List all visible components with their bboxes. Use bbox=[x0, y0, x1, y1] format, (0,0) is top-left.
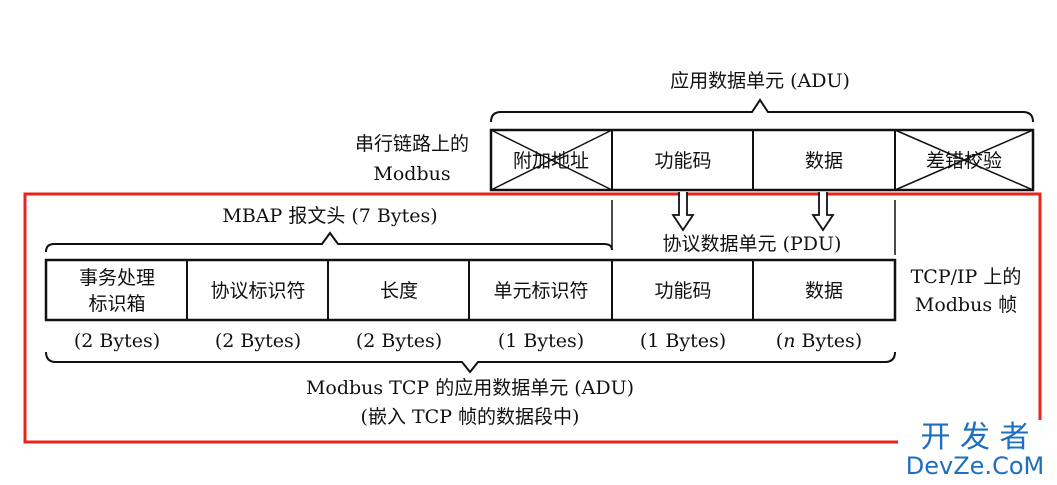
tcp-field: 单元标识符 bbox=[493, 280, 588, 302]
watermark-line2: DevZe.CoM bbox=[906, 452, 1044, 480]
field-size: (2 Bytes) bbox=[356, 330, 442, 352]
serial-field: 附加地址 bbox=[513, 150, 589, 172]
serial-adu-brace bbox=[490, 98, 1034, 123]
tcp-field: 标识箱 bbox=[88, 293, 145, 315]
serial-frame: 附加地址 功能码 数据 差错校验 bbox=[489, 128, 1035, 192]
tcp-frame: 事务处理 标识箱 协议标识符 长度 单元标识符 功能码 数据 bbox=[44, 258, 897, 322]
tcp-field: 事务处理 bbox=[79, 267, 155, 289]
serial-frame-label-2: Modbus bbox=[373, 163, 450, 185]
serial-field: 数据 bbox=[805, 150, 843, 172]
field-size: (1 Bytes) bbox=[498, 330, 584, 352]
cross-out-icon bbox=[490, 129, 613, 191]
tcp-adu-label-1: Modbus TCP 的应用数据单元 (ADU) bbox=[306, 377, 634, 399]
down-arrow-icon bbox=[811, 192, 835, 232]
serial-field: 功能码 bbox=[654, 150, 711, 172]
tcp-field: 长度 bbox=[380, 280, 418, 302]
tcp-frame-label-2: Modbus 帧 bbox=[915, 294, 1017, 316]
cross-out-icon bbox=[894, 129, 1034, 191]
mbap-brace bbox=[45, 231, 613, 253]
watermark-line1: 开 发 者 bbox=[920, 420, 1029, 455]
tcp-field: 协议标识符 bbox=[210, 280, 305, 302]
tcp-adu-brace bbox=[45, 351, 896, 374]
field-size: (2 Bytes) bbox=[215, 330, 301, 352]
highlight-box bbox=[23, 192, 1042, 444]
pdu-label: 协议数据单元 (PDU) bbox=[663, 233, 842, 255]
field-size-rest: Bytes) bbox=[795, 330, 862, 352]
field-size: (2 Bytes) bbox=[74, 330, 160, 352]
mbap-label: MBAP 报文头 (7 Bytes) bbox=[222, 205, 437, 227]
serial-frame-label-1: 串行链路上的 bbox=[355, 133, 469, 155]
serial-adu-label: 应用数据单元 (ADU) bbox=[670, 70, 850, 92]
field-size: (n Bytes) bbox=[776, 330, 862, 352]
tcp-field: 数据 bbox=[805, 280, 843, 302]
down-arrow-icon bbox=[671, 192, 695, 232]
field-size: (1 Bytes) bbox=[640, 330, 726, 352]
tcp-adu-label-2: (嵌入 TCP 帧的数据段中) bbox=[361, 406, 580, 428]
serial-field: 差错校验 bbox=[926, 150, 1002, 172]
tcp-field: 功能码 bbox=[654, 280, 711, 302]
tcp-frame-label-1: TCP/IP 上的 bbox=[911, 266, 1022, 288]
field-size-n: n bbox=[783, 330, 795, 352]
